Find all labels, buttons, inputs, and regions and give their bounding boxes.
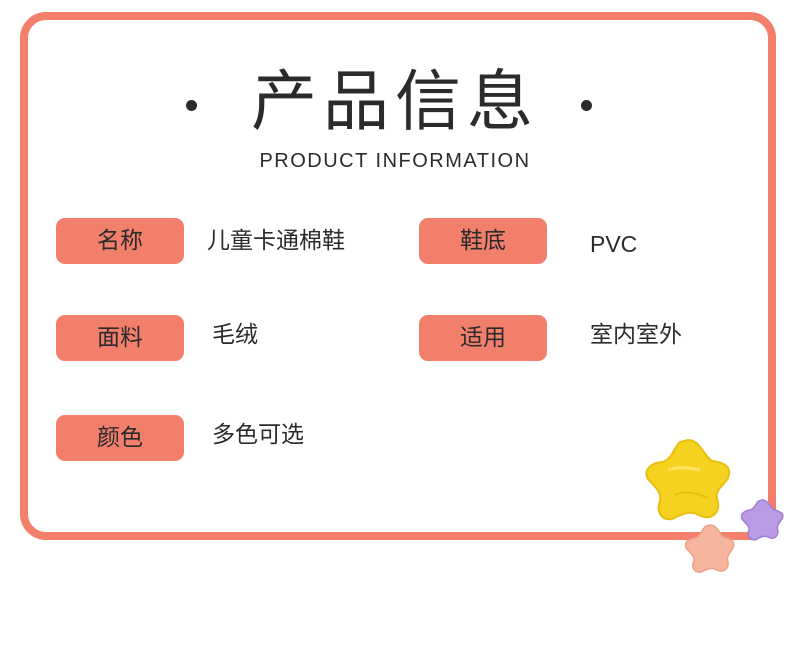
spec-value-name: 儿童卡通棉鞋 <box>207 228 345 254</box>
spec-value-sole: PVC <box>590 231 638 257</box>
spec-value-fabric: 毛绒 <box>212 322 258 348</box>
title-bullet-left-icon <box>186 100 197 111</box>
spec-label-usage: 适用 <box>419 315 547 361</box>
title-bullet-right-icon <box>581 100 592 111</box>
page-subtitle: PRODUCT INFORMATION <box>259 150 531 172</box>
spec-label-sole: 鞋底 <box>419 218 547 264</box>
spec-label-fabric: 面料 <box>56 315 184 361</box>
spec-value-color: 多色可选 <box>212 422 304 448</box>
spec-value-usage: 室内室外 <box>590 322 682 348</box>
spec-label-color: 颜色 <box>56 415 184 461</box>
spec-label-name: 名称 <box>56 218 184 264</box>
page-title: 产品信息 <box>251 63 539 140</box>
